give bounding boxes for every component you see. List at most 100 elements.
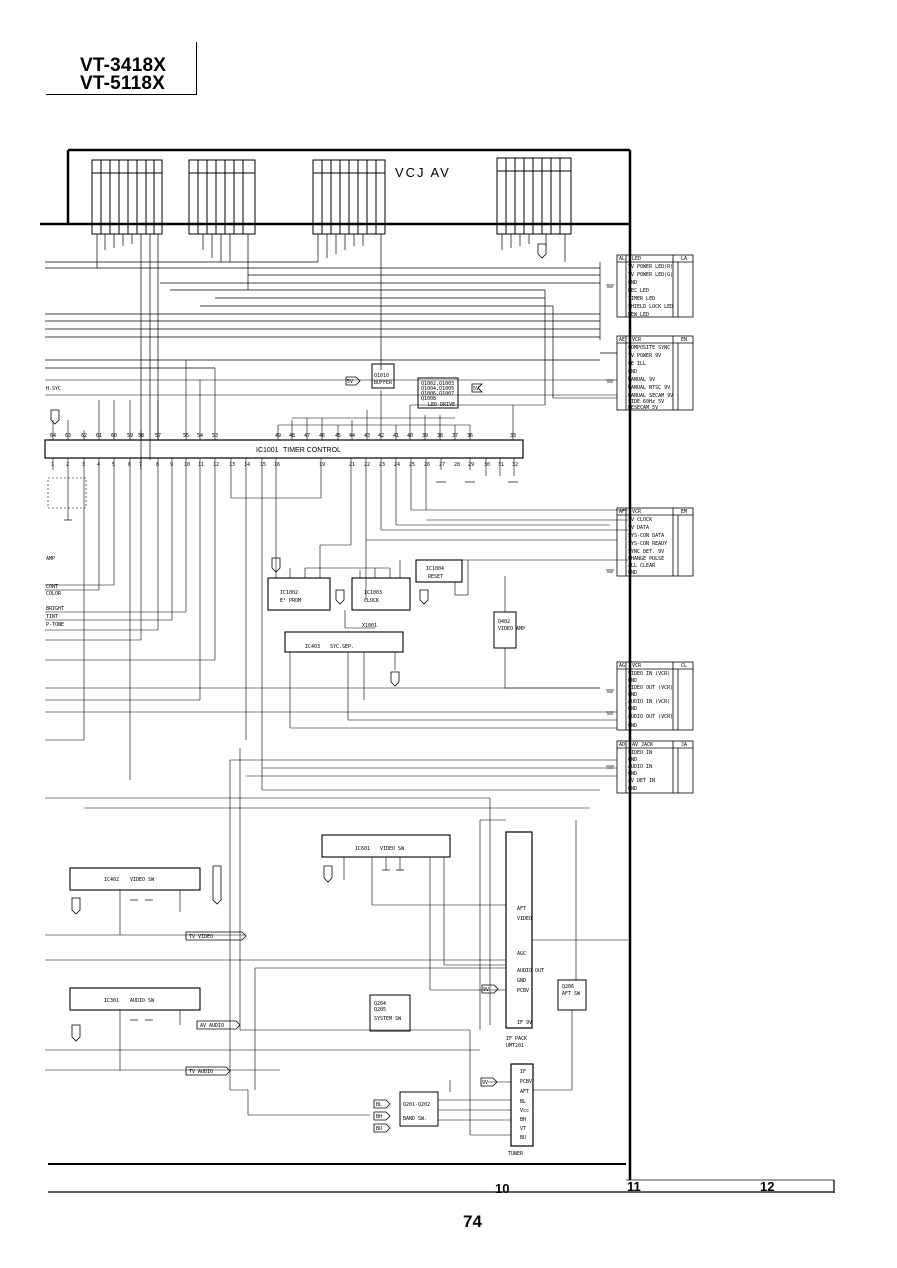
conn-la-head-c: LA — [681, 256, 687, 262]
ic601-label: IC601 — [355, 846, 370, 852]
ic301-name: AUDIO SW — [130, 998, 155, 1004]
ic1001-pin-bottom: 23 — [379, 462, 385, 468]
ic1001-body — [44, 439, 524, 459]
conn-la-row: REC LED — [628, 288, 649, 294]
ic1001-pin-bottom: 25 — [409, 462, 415, 468]
ic1001-pin-top: 46 — [319, 433, 325, 439]
header-divider-horizontal — [46, 94, 197, 95]
conn-ja-row: GND — [628, 771, 637, 777]
ic1001-pin-top: 61 — [96, 433, 102, 439]
tuner-pin-if: IF — [520, 1069, 526, 1075]
conn-em-row: SYS-CON READY — [628, 541, 667, 547]
conn-em-head-c: EM — [681, 509, 687, 515]
conn-en-row: CE ILL — [628, 361, 646, 367]
conn-cl-text: AG VCR CL VIDEO IN (VCR) GND VIDEO OUT (… — [619, 663, 687, 729]
conn-en-row: MANUAL NTSC 9V — [628, 385, 670, 391]
conn-en-head-a: AE — [619, 337, 625, 343]
left-label-cont: CONT — [46, 584, 58, 590]
ic402-body — [69, 867, 201, 891]
tuner-body — [510, 1063, 534, 1147]
ic1001-pin-top: 60 — [111, 433, 117, 439]
conn-cl-row: VIDEO OUT (VCR) — [628, 685, 673, 691]
conn-em-row: GND — [628, 570, 637, 576]
ic1001-pin-bottom: 16 — [274, 462, 280, 468]
ic1001-pin-top: 36 — [467, 433, 473, 439]
ic1001-pin-bottom: 9 — [170, 462, 173, 468]
q1010-body — [371, 363, 395, 389]
conn-cl-table — [616, 661, 694, 731]
left-label-ptone: P-TONE — [46, 622, 64, 628]
ic1001-pin-bottom: 31 — [498, 462, 504, 468]
ic1003-body — [351, 577, 411, 611]
q201-line-1: Q201-Q202 — [403, 1102, 430, 1108]
conn-cl-head-c: CL — [681, 663, 687, 669]
ic1001-pin-top: 57 — [155, 433, 161, 439]
ic1001-pin-bottom: 6 — [128, 462, 131, 468]
conn-cl-row: VIDEO IN (VCR) — [628, 671, 670, 677]
conn-ja-head-b: AV JACK — [632, 742, 653, 748]
ic1001-pin-top: 59 — [127, 433, 133, 439]
conn-ja-row: AV DET IN — [628, 778, 655, 784]
tag-5v-q1010: 5V — [347, 379, 353, 385]
tag-5v-led: 5V — [473, 386, 479, 392]
conn-en-row: COMPOSITE SYNC — [628, 345, 670, 351]
q1010-name: BUFFER — [374, 380, 393, 386]
tag-bh: BH — [376, 1114, 382, 1120]
conn-em-table — [616, 507, 694, 577]
ic1001-pin-top: 45 — [335, 433, 341, 439]
conn-en-row: GND — [628, 369, 637, 375]
ic1001-pin-bottom: 8 — [156, 462, 159, 468]
if-pin-audio-out: AUDIO OUT — [517, 968, 544, 974]
ic1001-pin-bottom: 21 — [349, 462, 355, 468]
ic1001-pin-bottom: 10 — [184, 462, 190, 468]
ic1001-pin-bottom: 24 — [394, 462, 400, 468]
ic1001-pin-top: 63 — [65, 433, 71, 439]
ic301-body — [69, 987, 201, 1011]
header-divider-vertical — [196, 42, 197, 94]
ic1002-label: IC1002 — [280, 590, 298, 596]
ic1001-pin-top: 37 — [452, 433, 458, 439]
ic1001-pin-top: 54 — [197, 433, 203, 439]
conn-cl-head-b: VCR — [632, 663, 642, 669]
x1001-label: X1001 — [362, 623, 377, 629]
ic1002-body — [267, 577, 331, 611]
if-pin-pcbv: PCBV — [517, 988, 529, 994]
ic1001-pin-bottom: 5 — [112, 462, 115, 468]
conn-la-table — [616, 254, 694, 318]
left-label-color: COLOR — [46, 591, 62, 597]
q201-body — [399, 1091, 439, 1127]
ic1001-pin-bottom: 27 — [439, 462, 445, 468]
conn-la-row: TV POWER LED(R) — [628, 264, 673, 270]
conn-ja-row: AUDIO IN — [628, 764, 652, 770]
conn-cl-row: AUDIO OUT (VCR) — [628, 714, 673, 720]
ic402-label: IC402 — [104, 877, 119, 883]
q402-name: VIDEO AMP — [498, 626, 525, 632]
ic1001-pin-bottom: 7 — [139, 462, 142, 468]
tuner-label: TUNER — [508, 1151, 524, 1157]
conn-ja-head-c: JA — [681, 742, 687, 748]
ic1004-label: IC1004 — [426, 566, 444, 572]
conn-ja-text: AD AV JACK JA VIDEO IN GND AUDIO IN GND … — [619, 742, 687, 792]
conn-em-row: TV CLOCK — [628, 517, 652, 523]
conn-em-row: CHANGE PULSE — [628, 556, 664, 562]
led-drive-line-3: Q1006,Q1007 — [421, 391, 454, 397]
ic1004-name: RESET — [428, 574, 443, 580]
conn-en-row: MANUAL 9V — [628, 377, 655, 383]
ic1001-pin-bottom: 26 — [424, 462, 430, 468]
conn-em-row: SYS-CON DATA — [628, 533, 664, 539]
ic1002-name: E² PROM — [280, 598, 301, 604]
if-pack-line-2: UMT201 — [506, 1043, 524, 1049]
q201-line-2: BAND SW. — [403, 1116, 427, 1122]
conn-ja-row: GND — [628, 757, 637, 763]
q206-name: AFT SW — [562, 991, 581, 997]
conn-em-row: ALL CLEAR — [628, 563, 656, 569]
top-connector-4 — [496, 157, 572, 235]
ic1001-pin-top: 38 — [437, 433, 443, 439]
ic1001-pin-top: 41 — [393, 433, 399, 439]
ic1001-pin-top: 44 — [349, 433, 355, 439]
conn-la-row: TIMER LED — [628, 296, 655, 302]
led-drive-body — [417, 377, 459, 409]
conn-ja-row: GND — [628, 786, 637, 792]
ic1004-body — [415, 559, 463, 583]
